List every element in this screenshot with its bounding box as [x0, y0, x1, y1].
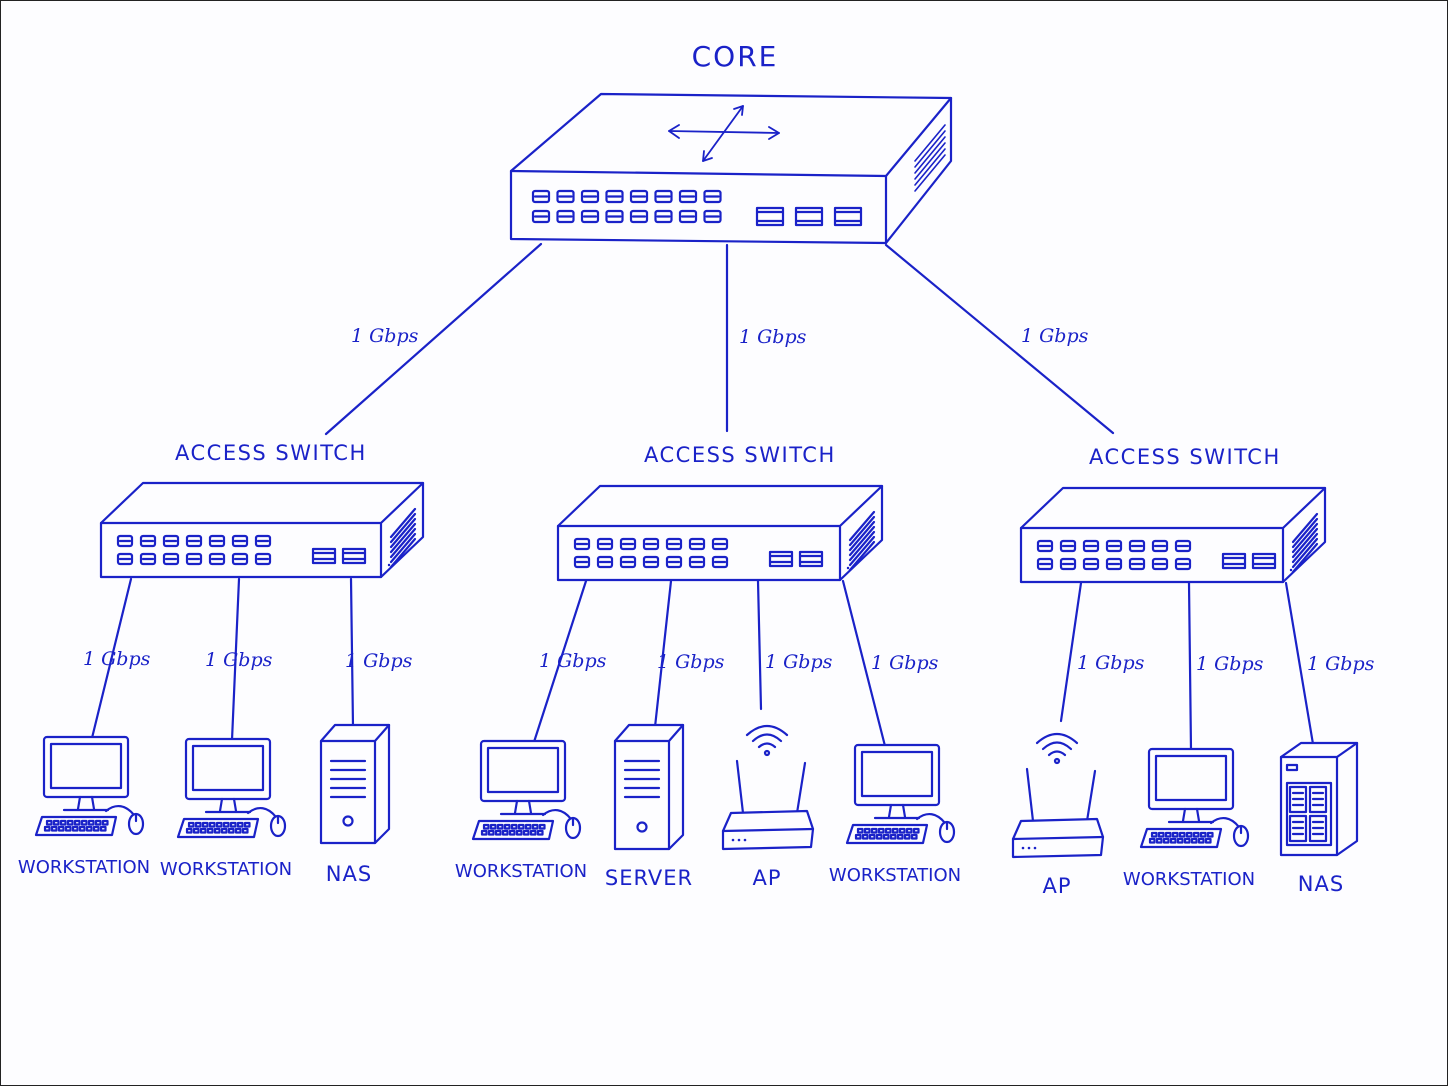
- device-label: AP: [752, 866, 781, 890]
- link-speed-label: 1 Gbps: [83, 648, 151, 670]
- link-speed-label: 1 Gbps: [1077, 652, 1145, 674]
- ap-device: AP: [1011, 732, 1105, 898]
- access-switch: [556, 484, 884, 582]
- device-label: WORKSTATION: [829, 865, 961, 886]
- ap-icon: [1011, 732, 1105, 859]
- workstation-device: WORKSTATION: [829, 743, 961, 886]
- uplink-speed-label: 1 Gbps: [351, 325, 419, 347]
- access-switch-label: ACCESS SWITCH: [1089, 445, 1281, 469]
- uplink-lines: 1 Gbps 1 Gbps 1 Gbps: [324, 242, 1115, 436]
- device-label: WORKSTATION: [160, 859, 292, 880]
- workstation-icon: [1139, 747, 1250, 849]
- link-line: [1187, 581, 1193, 752]
- ap-icon: [721, 724, 815, 851]
- access-switch: [99, 481, 425, 579]
- link-speed-label: 1 Gbps: [765, 651, 833, 673]
- server-device: SERVER: [605, 723, 693, 890]
- workstation-icon: [176, 737, 287, 839]
- nas-device: NAS: [319, 723, 391, 886]
- link-line: [653, 579, 673, 729]
- uplink-line-left: [324, 242, 543, 436]
- workstation-icon: [471, 739, 582, 841]
- link-line: [230, 577, 241, 742]
- workstation-device: WORKSTATION: [160, 737, 292, 880]
- core-label: CORE: [692, 40, 779, 73]
- link-speed-label: 1 Gbps: [205, 649, 273, 671]
- ap-device: AP: [721, 724, 815, 890]
- server-icon: [613, 723, 685, 851]
- routing-arrows-icon: [668, 105, 780, 162]
- link-line: [841, 579, 887, 748]
- link-speed-label: 1 Gbps: [1196, 653, 1264, 675]
- uplink-line-right: [884, 243, 1115, 435]
- device-label: NAS: [326, 862, 372, 886]
- access-switch-label: ACCESS SWITCH: [175, 441, 367, 465]
- workstation-icon: [34, 735, 145, 837]
- device-label: WORKSTATION: [1123, 869, 1255, 890]
- link-line: [90, 577, 133, 740]
- nas-device: NAS: [1279, 741, 1359, 896]
- workstation-device: WORKSTATION: [455, 739, 587, 882]
- workstation-device: WORKSTATION: [18, 735, 150, 878]
- link-line: [532, 579, 588, 744]
- link-line: [349, 577, 355, 729]
- nas-rack-icon: [1279, 741, 1359, 857]
- link-line: [1284, 581, 1315, 746]
- workstation-device: WORKSTATION: [1123, 747, 1255, 890]
- link-speed-label: 1 Gbps: [1307, 653, 1375, 675]
- device-label: WORKSTATION: [455, 861, 587, 882]
- uplink-speed-label: 1 Gbps: [739, 326, 807, 348]
- device-label: NAS: [1298, 872, 1344, 896]
- link-line: [756, 579, 763, 711]
- access-switch-label: ACCESS SWITCH: [644, 443, 836, 467]
- core-switch: CORE: [509, 40, 953, 245]
- workstation-icon: [845, 743, 956, 845]
- device-label: SERVER: [605, 866, 693, 890]
- link-speed-label: 1 Gbps: [345, 650, 413, 672]
- link-speed-label: 1 Gbps: [539, 650, 607, 672]
- link-speed-label: 1 Gbps: [871, 652, 939, 674]
- device-label: WORKSTATION: [18, 857, 150, 878]
- nas-icon: [319, 723, 391, 845]
- uplink-speed-label: 1 Gbps: [1021, 325, 1089, 347]
- device-label: AP: [1042, 874, 1071, 898]
- link-line: [1059, 581, 1083, 723]
- link-speed-label: 1 Gbps: [657, 651, 725, 673]
- access-switch: [1019, 486, 1327, 584]
